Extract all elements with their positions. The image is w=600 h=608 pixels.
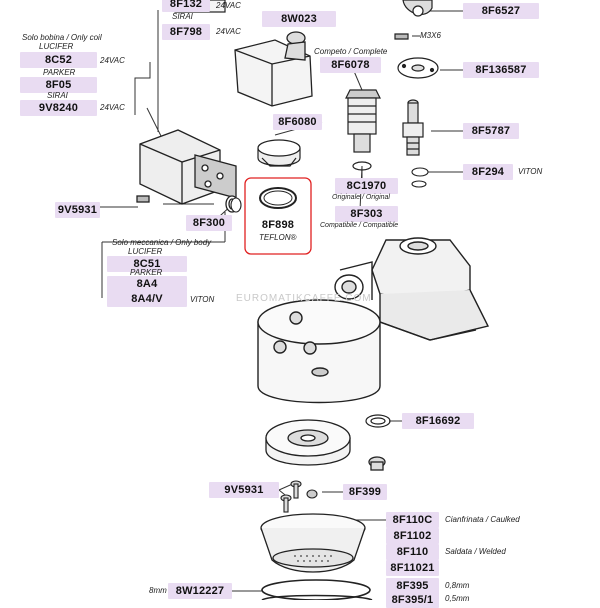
note-viton-1: VITON [190, 295, 215, 304]
part-label-8F798[interactable]: 8F798 [162, 24, 210, 40]
part-label-9V5931-top[interactable]: 9V5931 [55, 202, 100, 218]
part-label-8W023[interactable]: 8W023 [262, 11, 336, 27]
note-solo-meccanica: Solo meccanica / Only body [112, 238, 212, 247]
note-competo: Competo / Complete [314, 47, 388, 56]
note-8mm: 8mm [149, 586, 167, 595]
part-label-8F395-1[interactable]: 8F395/1 [386, 592, 439, 608]
part-label-8F294[interactable]: 8F294 [463, 164, 513, 180]
note-05mm: 0,5mm [445, 594, 470, 603]
part-label-8F6078[interactable]: 8F6078 [320, 57, 381, 73]
note-24vac-4: 24VAC [100, 103, 125, 112]
note-sirai-2: SIRAI [47, 91, 68, 100]
part-label-8F16692[interactable]: 8F16692 [402, 413, 474, 429]
note-cianfrinata: Cianfrinata / Caulked [445, 515, 520, 524]
note-sirai-1: SIRAI [172, 12, 193, 21]
part-label-8F395[interactable]: 8F395 [386, 578, 439, 594]
note-parker-2: PARKER [130, 268, 163, 277]
note-08mm: 0,8mm [445, 581, 470, 590]
part-label-8F136587[interactable]: 8F136587 [463, 62, 539, 78]
part-label-8F05[interactable]: 8F05 [20, 77, 97, 93]
note-24vac-3: 24VAC [100, 56, 125, 65]
note-24vac-1: 24VAC [216, 1, 241, 10]
note-saldata: Saldata / Welded [445, 547, 506, 556]
part-label-8F110C[interactable]: 8F110C [386, 512, 439, 528]
part-label-8F898[interactable]: 8F898 [261, 219, 295, 231]
part-label-8F399[interactable]: 8F399 [343, 484, 387, 500]
part-label-9V8240[interactable]: 9V8240 [20, 100, 97, 116]
note-lucifer-1: LUCIFER [39, 42, 74, 51]
part-label-8A4[interactable]: 8A4 [107, 276, 187, 292]
part-label-8F1102[interactable]: 8F1102 [386, 528, 439, 544]
part-label-9V5931-bottom[interactable]: 9V5931 [209, 482, 279, 498]
note-24vac-2: 24VAC [216, 27, 241, 36]
part-label-8F110[interactable]: 8F110 [386, 544, 439, 560]
note-compatibile: Compatibile / Compatible [320, 222, 399, 229]
part-label-8F6527[interactable]: 8F6527 [463, 3, 539, 19]
note-teflon: TEFLON® [259, 233, 297, 242]
part-label-8A4V[interactable]: 8A4/V [107, 291, 187, 307]
watermark: EUROMATIKCAFFE.COM [236, 293, 372, 304]
part-label-8C1970[interactable]: 8C1970 [335, 178, 398, 194]
note-solo-bobina: Solo bobina / Only coil [22, 33, 102, 42]
part-label-8W12227[interactable]: 8W12227 [168, 583, 232, 599]
note-originale: Originale / Original [332, 194, 390, 201]
part-label-8F11021[interactable]: 8F11021 [386, 560, 439, 576]
part-label-8F5787[interactable]: 8F5787 [463, 123, 519, 139]
note-viton-2: VITON [518, 167, 543, 176]
note-parker-1: PARKER [43, 68, 76, 77]
part-label-8F303[interactable]: 8F303 [335, 206, 398, 222]
part-label-8C52[interactable]: 8C52 [20, 52, 97, 68]
part-label-8F132[interactable]: 8F132 [162, 0, 210, 12]
note-lucifer-2: LUCIFER [128, 247, 163, 256]
part-label-8F300[interactable]: 8F300 [186, 215, 232, 231]
part-label-8C51[interactable]: 8C51 [107, 256, 187, 272]
part-label-8F6080[interactable]: 8F6080 [273, 114, 322, 130]
note-m3x6: M3X6 [420, 31, 441, 40]
